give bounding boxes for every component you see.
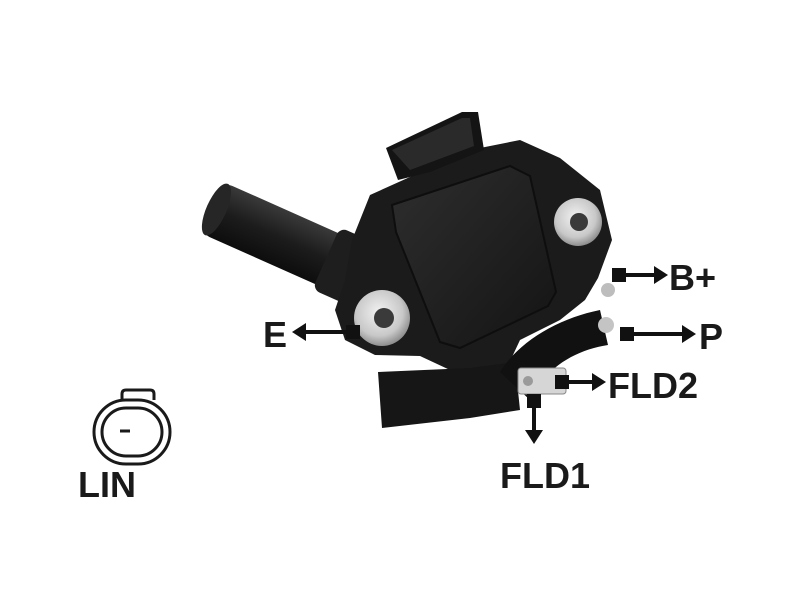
e-arrowhead xyxy=(292,323,306,341)
fld1-arrowhead xyxy=(525,430,543,444)
b-plus-label: B+ xyxy=(669,257,716,298)
fld2-label: FLD2 xyxy=(608,365,698,406)
b-plus-mounting-washer xyxy=(554,198,602,246)
callout-p: P xyxy=(620,316,723,357)
b-plus-marker xyxy=(612,268,626,282)
fld2-marker xyxy=(555,375,569,389)
fld1-marker xyxy=(527,394,541,408)
callout-e: E xyxy=(263,314,360,355)
voltage-regulator xyxy=(201,112,615,428)
cover-lid xyxy=(390,164,558,350)
callout-fld1: FLD1 xyxy=(500,394,590,496)
callout-b-plus: B+ xyxy=(612,257,716,298)
lin-label: LIN xyxy=(78,464,136,505)
p-stud xyxy=(598,317,614,333)
callout-fld2: FLD2 xyxy=(555,365,698,406)
fld2-arrowhead xyxy=(592,373,606,391)
p-marker xyxy=(620,327,634,341)
fld1-label: FLD1 xyxy=(500,455,590,496)
p-label: P xyxy=(699,316,723,357)
b-plus-stud xyxy=(601,283,615,297)
e-label: E xyxy=(263,314,287,355)
e-mounting-washer xyxy=(354,290,410,346)
base-foot xyxy=(378,362,520,428)
p-arrowhead xyxy=(682,325,696,343)
e-marker xyxy=(346,325,360,339)
lin-connector-icon xyxy=(92,388,172,466)
b-plus-arrowhead xyxy=(654,266,668,284)
